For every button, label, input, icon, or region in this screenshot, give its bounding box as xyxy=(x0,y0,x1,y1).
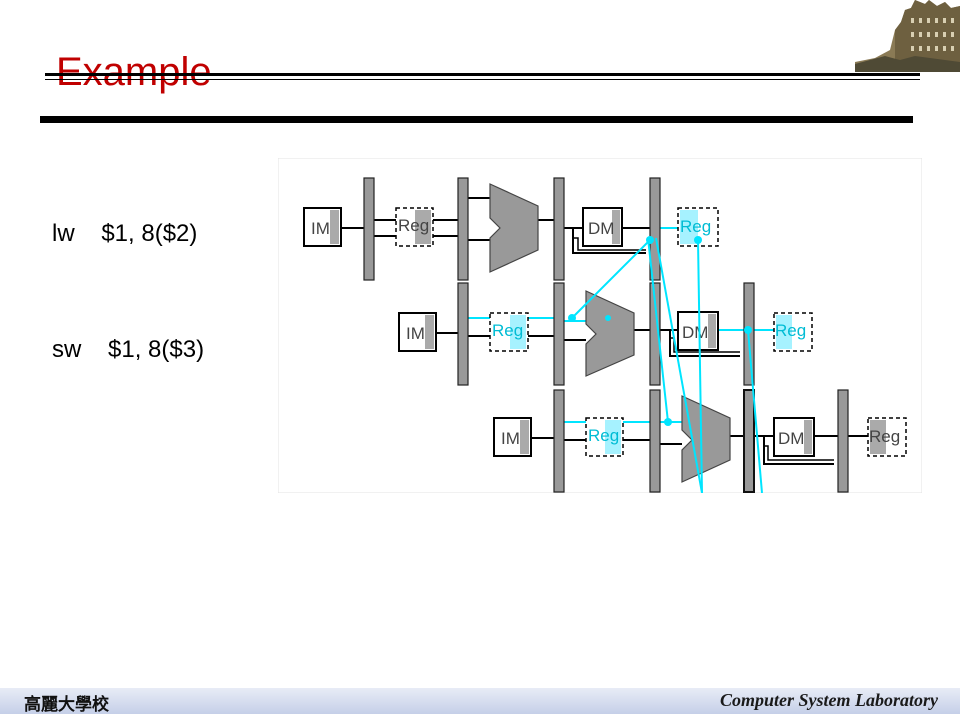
pipeline-row-1: IM Reg DM Reg xyxy=(303,177,719,281)
footer-lab-name: Computer System Laboratory xyxy=(719,690,938,710)
slide-title: Example xyxy=(56,50,212,94)
pipeline-diagram: IM Reg DM Reg IM xyxy=(278,158,922,493)
row2-reg-read-label: Reg xyxy=(492,321,523,340)
footer-university-name: 高麗大學校 xyxy=(24,695,109,715)
title-rule-thick xyxy=(40,116,913,123)
forwarding-nodes xyxy=(568,236,752,426)
row2-reg-write-label: Reg xyxy=(775,321,806,340)
title-rule-bottom xyxy=(45,79,920,80)
row1-dm-label: DM xyxy=(588,219,614,238)
row1-reg-write-label: Reg xyxy=(680,217,711,236)
university-building-logo xyxy=(855,0,960,72)
code-line-lw: lw $1, 8($2) xyxy=(52,220,198,247)
row3-reg-read-label: Reg xyxy=(588,426,619,445)
code-line-sw: sw $1, 8($3) xyxy=(52,336,205,363)
footer-bar xyxy=(0,688,960,714)
row1-im-label: IM xyxy=(311,219,330,238)
row3-reg-write-label: Reg xyxy=(869,427,900,446)
row3-dm-label: DM xyxy=(778,429,804,448)
row3-im-label: IM xyxy=(501,429,520,448)
row2-im-label: IM xyxy=(406,324,425,343)
pipeline-row-3: IM Reg DM Reg xyxy=(493,389,907,493)
forwarding-paths xyxy=(571,237,763,493)
title-rule-top xyxy=(45,73,920,76)
row1-reg-read-label: Reg xyxy=(398,216,429,235)
row2-dm-label: DM xyxy=(682,323,708,342)
